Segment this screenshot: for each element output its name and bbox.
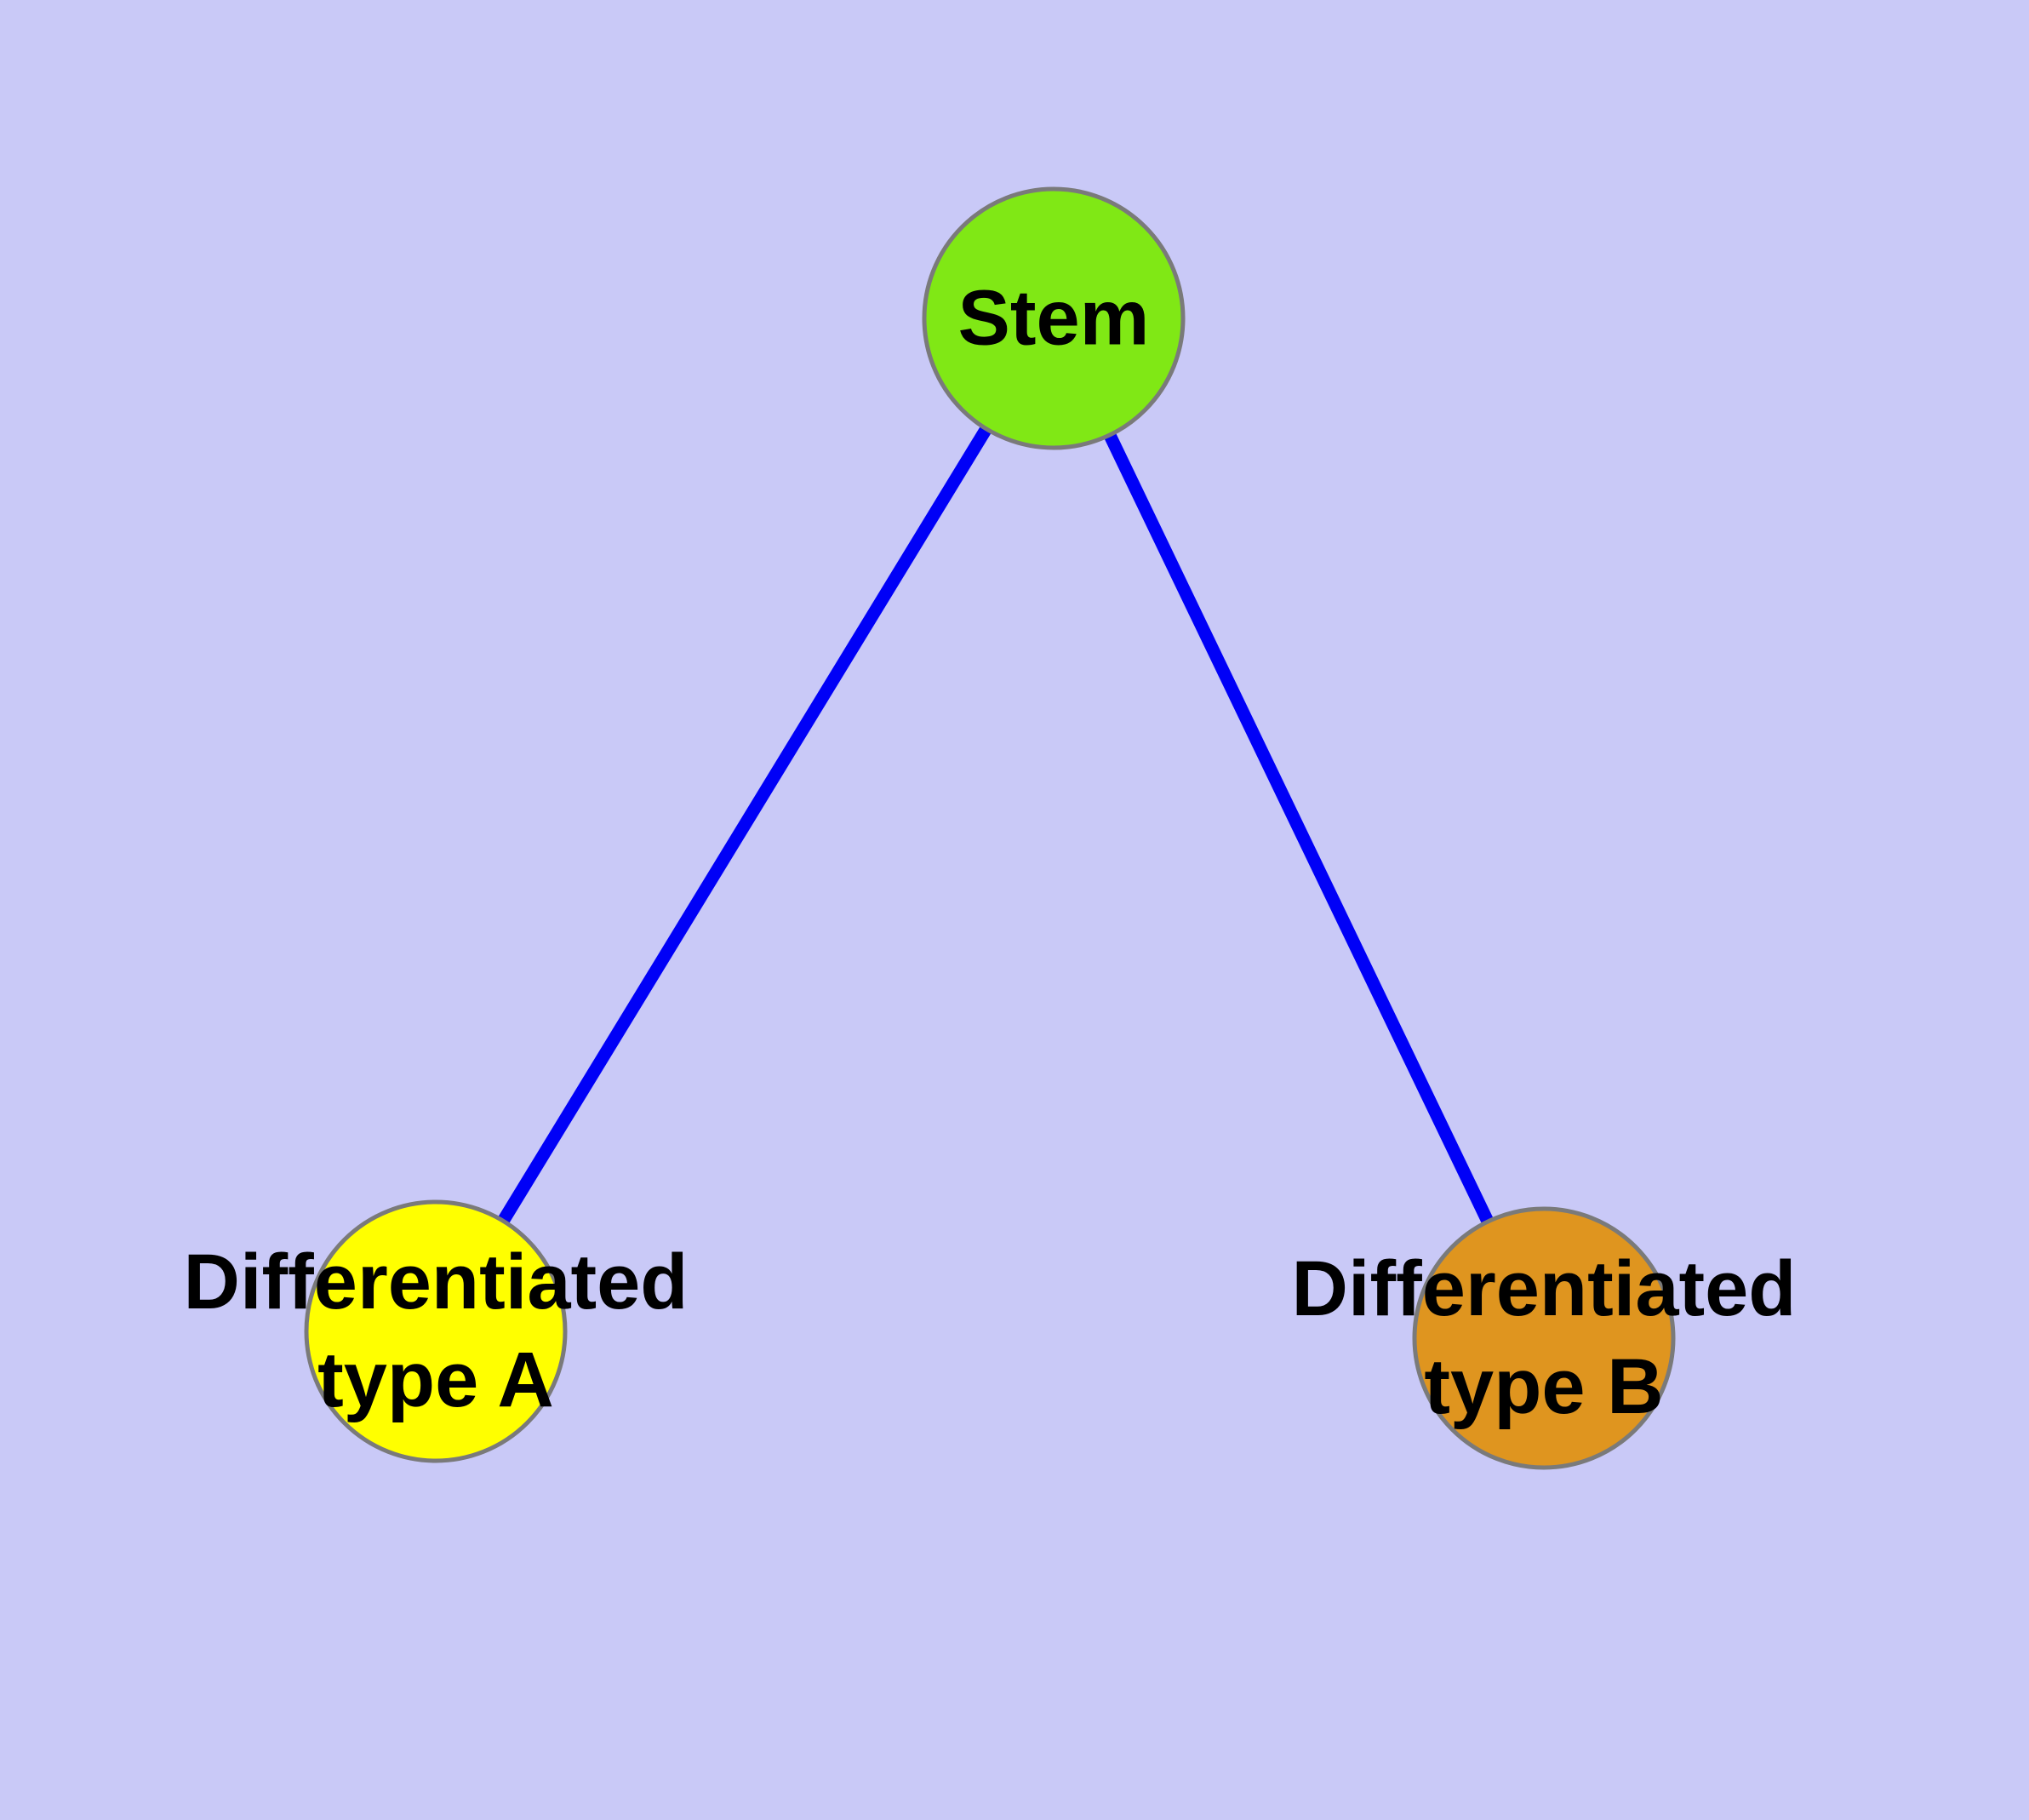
edge-stem-to-type-b — [1048, 315, 1550, 1342]
node-differentiated-type-a — [304, 1199, 568, 1463]
node-stem — [922, 186, 1186, 450]
node-differentiated-type-b — [1412, 1206, 1676, 1470]
edge-stem-to-type-a — [430, 315, 1060, 1335]
